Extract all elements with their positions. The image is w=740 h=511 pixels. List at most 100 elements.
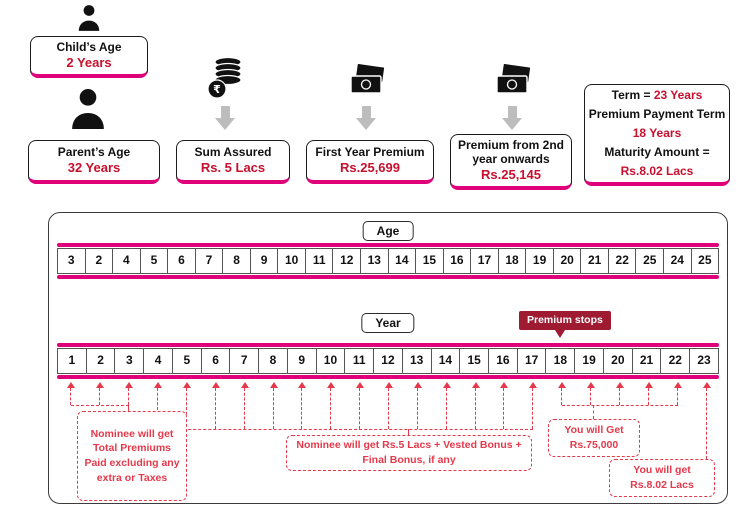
year-cell: 23 <box>690 348 719 374</box>
year-cell: 14 <box>431 348 461 374</box>
connector-line <box>408 429 409 435</box>
coin-stack-rupee-icon: ₹ <box>206 56 246 107</box>
up-arrow-icon <box>327 382 336 388</box>
age-cell: 22 <box>608 248 637 274</box>
year-cell: 21 <box>632 348 662 374</box>
first-year-premium-box: First Year Premium Rs.25,699 <box>306 140 434 184</box>
age-cell: 25 <box>691 248 720 274</box>
ppt-label: Premium Payment Term <box>588 106 726 121</box>
age-cell: 24 <box>664 248 692 274</box>
year-cell: 11 <box>345 348 375 374</box>
year-axis-label: Year <box>361 313 415 333</box>
banknotes-icon <box>348 62 388 107</box>
down-arrow-icon <box>356 106 376 130</box>
up-arrow-icon <box>182 382 191 388</box>
up-arrow-icon <box>673 382 682 388</box>
year-cell: 13 <box>402 348 432 374</box>
premium-stops-arrow-icon <box>555 330 565 338</box>
up-arrow-icon <box>154 382 163 388</box>
connector-line <box>445 388 447 429</box>
connector-line <box>330 388 332 429</box>
sum-assured-label: Sum Assured <box>194 144 272 159</box>
premium-2nd-year-label: Premium from 2nd year onwards <box>457 137 565 166</box>
rupee-symbol: ₹ <box>213 83 221 96</box>
down-arrow-icon <box>215 106 235 130</box>
age-cell: 25 <box>636 248 665 274</box>
parent-age-label: Parent’s Age <box>57 144 131 159</box>
callout-nominee-premiums: Nominee will get Total Premiums Paid exc… <box>77 411 187 501</box>
connector-line <box>128 388 130 405</box>
ppt-value: 18 Years <box>632 125 682 140</box>
maturity-value: Rs.8.02 Lacs <box>620 164 694 179</box>
benefit-connectors <box>49 213 729 505</box>
age-cell: 16 <box>443 248 472 274</box>
connector-line <box>562 405 678 406</box>
up-arrow-icon <box>702 382 711 388</box>
up-arrow-icon <box>558 382 567 388</box>
connector-line <box>71 405 130 406</box>
callout-maturity-benefit: You will get Rs.8.02 Lacs <box>609 459 715 497</box>
premium-stops-badge: Premium stops <box>519 311 611 330</box>
age-cell: 13 <box>361 248 389 274</box>
up-arrow-icon <box>356 382 365 388</box>
year-cell: 19 <box>575 348 604 374</box>
year-cell: 1 <box>57 348 87 374</box>
year-cell: 6 <box>201 348 231 374</box>
magenta-bar <box>57 374 719 379</box>
parent-person-icon <box>68 86 108 137</box>
age-cell: 10 <box>278 248 306 274</box>
connector-line <box>705 388 707 459</box>
year-cell: 15 <box>460 348 490 374</box>
age-cell: 12 <box>333 248 362 274</box>
up-arrow-icon <box>529 382 538 388</box>
connector-line <box>99 388 101 405</box>
age-cell: 15 <box>416 248 444 274</box>
connector-line <box>301 388 303 429</box>
year-cell: 3 <box>115 348 145 374</box>
connector-line <box>128 405 130 411</box>
year-cell: 5 <box>172 348 202 374</box>
up-arrow-icon <box>413 382 422 388</box>
connector-line <box>474 388 476 429</box>
term-label: Term = <box>611 87 654 102</box>
up-arrow-icon <box>67 382 76 388</box>
term-value: 23 Years <box>653 87 703 102</box>
age-cell: 8 <box>223 248 251 274</box>
child-age-value: 2 Years <box>66 54 112 70</box>
child-age-label: Child’s Age <box>56 39 122 54</box>
year-cell: 4 <box>144 348 173 374</box>
sum-assured-value: Rs. 5 Lacs <box>200 159 266 175</box>
year-cell: 10 <box>316 348 346 374</box>
connector-line <box>618 388 620 405</box>
year-cell: 12 <box>374 348 403 374</box>
child-age-box: Child’s Age 2 Years <box>30 36 148 78</box>
up-arrow-icon <box>442 382 451 388</box>
maturity-label: Maturity Amount = <box>604 145 710 160</box>
age-cell: 2 <box>85 248 114 274</box>
connector-line <box>593 405 594 419</box>
age-cell: 18 <box>498 248 527 274</box>
up-arrow-icon <box>587 382 596 388</box>
age-cell: 3 <box>57 248 86 274</box>
sum-assured-box: Sum Assured Rs. 5 Lacs <box>176 140 290 184</box>
age-cell: 7 <box>195 248 224 274</box>
age-cell: 19 <box>526 248 554 274</box>
year-cell: 18 <box>546 348 576 374</box>
connector-line <box>532 388 534 429</box>
age-cell: 14 <box>388 248 417 274</box>
up-arrow-icon <box>615 382 624 388</box>
connector-line <box>359 388 361 429</box>
connector-line <box>70 388 72 405</box>
up-arrow-icon <box>471 382 480 388</box>
year-cell: 9 <box>287 348 317 374</box>
connector-line <box>676 388 678 405</box>
magenta-bar <box>57 243 719 247</box>
parent-age-value: 32 Years <box>67 159 121 175</box>
banknotes-icon <box>494 62 534 107</box>
connector-line <box>388 388 389 429</box>
connector-line <box>647 388 649 405</box>
age-cell: 21 <box>581 248 609 274</box>
